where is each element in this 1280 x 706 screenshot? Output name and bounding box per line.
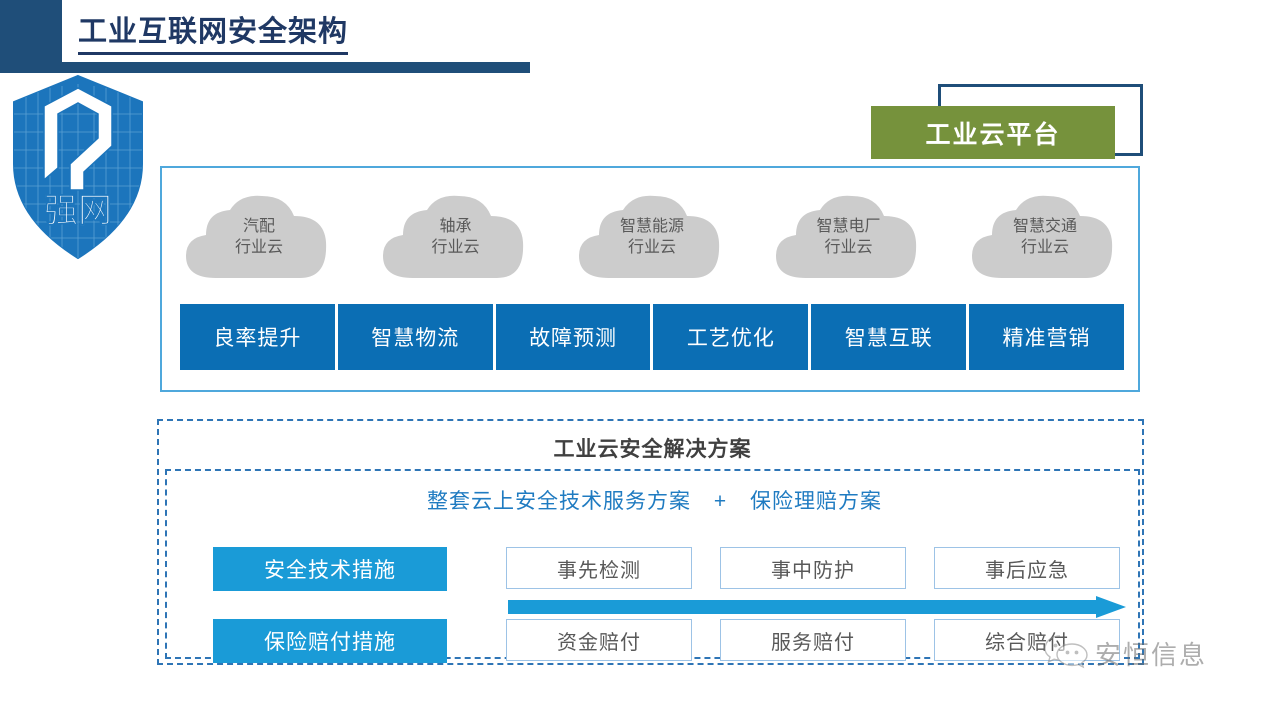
cloud-label: 智慧电厂 行业云 [764, 216, 934, 258]
wechat-icon [1043, 633, 1089, 674]
industry-cloud-item: 汽配 行业云 [174, 190, 344, 288]
capability-tile[interactable]: 智慧物流 [337, 304, 493, 370]
capability-tile[interactable]: 良率提升 [180, 304, 335, 370]
logo-text: 强网 [44, 192, 112, 230]
capability-tile[interactable]: 智慧互联 [811, 304, 967, 370]
stage-box-label: 综合赔付 [985, 631, 1069, 654]
solution-subtitle: 整套云上安全技术服务方案 + 保险理赔方案 [167, 485, 1142, 515]
measure-button-security-technology[interactable]: 安全技术措施 [213, 547, 447, 591]
industry-cloud-item: 智慧能源 行业云 [567, 190, 737, 288]
cloud-label-line2: 行业云 [627, 239, 676, 256]
cloud-security-solution-panel: 工业云安全解决方案 整套云上安全技术服务方案 + 保险理赔方案 安全技术措施 事… [157, 419, 1144, 665]
cloud-icon [382, 195, 523, 278]
stage-row-security-technology: 事先检测 事中防护 事后应急 [506, 547, 1120, 589]
stage-box[interactable]: 资金赔付 [506, 619, 692, 661]
timeline-arrow [508, 596, 1126, 618]
capability-tile-label: 精准营销 [1002, 327, 1091, 350]
capability-tile[interactable]: 故障预测 [495, 304, 651, 370]
industry-cloud-row: 汽配 行业云 轴承 行业云 智慧能源 行业云 [174, 190, 1130, 294]
capability-tile-label: 智慧互联 [844, 327, 933, 350]
cloud-label: 智慧交通 行业云 [960, 216, 1130, 258]
capability-tile-label: 良率提升 [213, 327, 302, 350]
cloud-label-line2: 行业云 [1020, 239, 1069, 256]
cloud-label-line1: 智慧电厂 [816, 218, 881, 235]
stage-box-label: 事后应急 [985, 559, 1069, 582]
cloud-label-line1: 智慧能源 [619, 218, 684, 235]
header-accent-block [0, 0, 62, 66]
stage-box-label: 事先检测 [557, 559, 641, 582]
stage-box[interactable]: 综合赔付 [934, 619, 1120, 661]
solution-subtitle-plus: + [713, 490, 728, 513]
cloud-label-line2: 行业云 [431, 239, 480, 256]
solution-title: 工业云安全解决方案 [553, 438, 752, 461]
cloud-label-line1: 智慧交通 [1012, 218, 1077, 235]
measure-button-label: 保险赔付措施 [264, 631, 396, 654]
stage-box-label: 事中防护 [771, 559, 855, 582]
arrow-right-icon [508, 596, 1126, 618]
capability-tile-label: 智慧物流 [371, 327, 460, 350]
capability-tile-row: 良率提升 智慧物流 故障预测 工艺优化 智慧互联 精准营销 [180, 304, 1124, 370]
cloud-icon [775, 195, 916, 278]
stage-box[interactable]: 事后应急 [934, 547, 1120, 589]
solution-subtitle-left: 整套云上安全技术服务方案 [427, 490, 692, 513]
header-underline-bar [0, 62, 530, 73]
cloud-label-line2: 行业云 [234, 239, 283, 256]
capability-tile[interactable]: 工艺优化 [653, 304, 809, 370]
watermark: 安恒信息 [1043, 633, 1207, 674]
industrial-cloud-platform-banner: 工业云平台 [871, 106, 1115, 159]
cloud-icon [972, 195, 1113, 278]
qiangwang-shield-logo: 强网 [8, 72, 148, 262]
industrial-cloud-platform-panel: 汽配 行业云 轴承 行业云 智慧能源 行业云 [160, 166, 1140, 392]
measure-button-insurance-compensation[interactable]: 保险赔付措施 [213, 619, 447, 663]
measure-button-label: 安全技术措施 [264, 559, 396, 582]
capability-tile-label: 工艺优化 [686, 327, 775, 350]
capability-tile-label: 故障预测 [529, 327, 618, 350]
cloud-label-line1: 轴承 [439, 218, 472, 235]
stage-box[interactable]: 事先检测 [506, 547, 692, 589]
watermark-text: 安恒信息 [1095, 640, 1208, 670]
cloud-label: 智慧能源 行业云 [567, 216, 737, 258]
stage-box-label: 服务赔付 [771, 631, 855, 654]
cloud-icon [186, 195, 327, 278]
industry-cloud-item: 智慧交通 行业云 [960, 190, 1130, 288]
cloud-label: 汽配 行业云 [174, 216, 344, 258]
page-title: 工业互联网安全架构 [78, 16, 349, 56]
cloud-label: 轴承 行业云 [371, 216, 541, 258]
cloud-label-line1: 汽配 [242, 218, 275, 235]
solution-subtitle-right: 保险理赔方案 [749, 490, 882, 513]
stage-box[interactable]: 服务赔付 [720, 619, 906, 661]
solution-inner-panel: 整套云上安全技术服务方案 + 保险理赔方案 安全技术措施 事先检测 事中防护 事… [165, 469, 1142, 663]
cloud-label-line2: 行业云 [824, 239, 873, 256]
industry-cloud-item: 轴承 行业云 [371, 190, 541, 288]
banner-label: 工业云平台 [925, 120, 1061, 149]
stage-box-label: 资金赔付 [557, 631, 641, 654]
cloud-icon [579, 195, 720, 278]
stage-row-insurance-compensation: 资金赔付 服务赔付 综合赔付 [506, 619, 1120, 661]
capability-tile[interactable]: 精准营销 [969, 304, 1124, 370]
industry-cloud-item: 智慧电厂 行业云 [764, 190, 934, 288]
stage-box[interactable]: 事中防护 [720, 547, 906, 589]
